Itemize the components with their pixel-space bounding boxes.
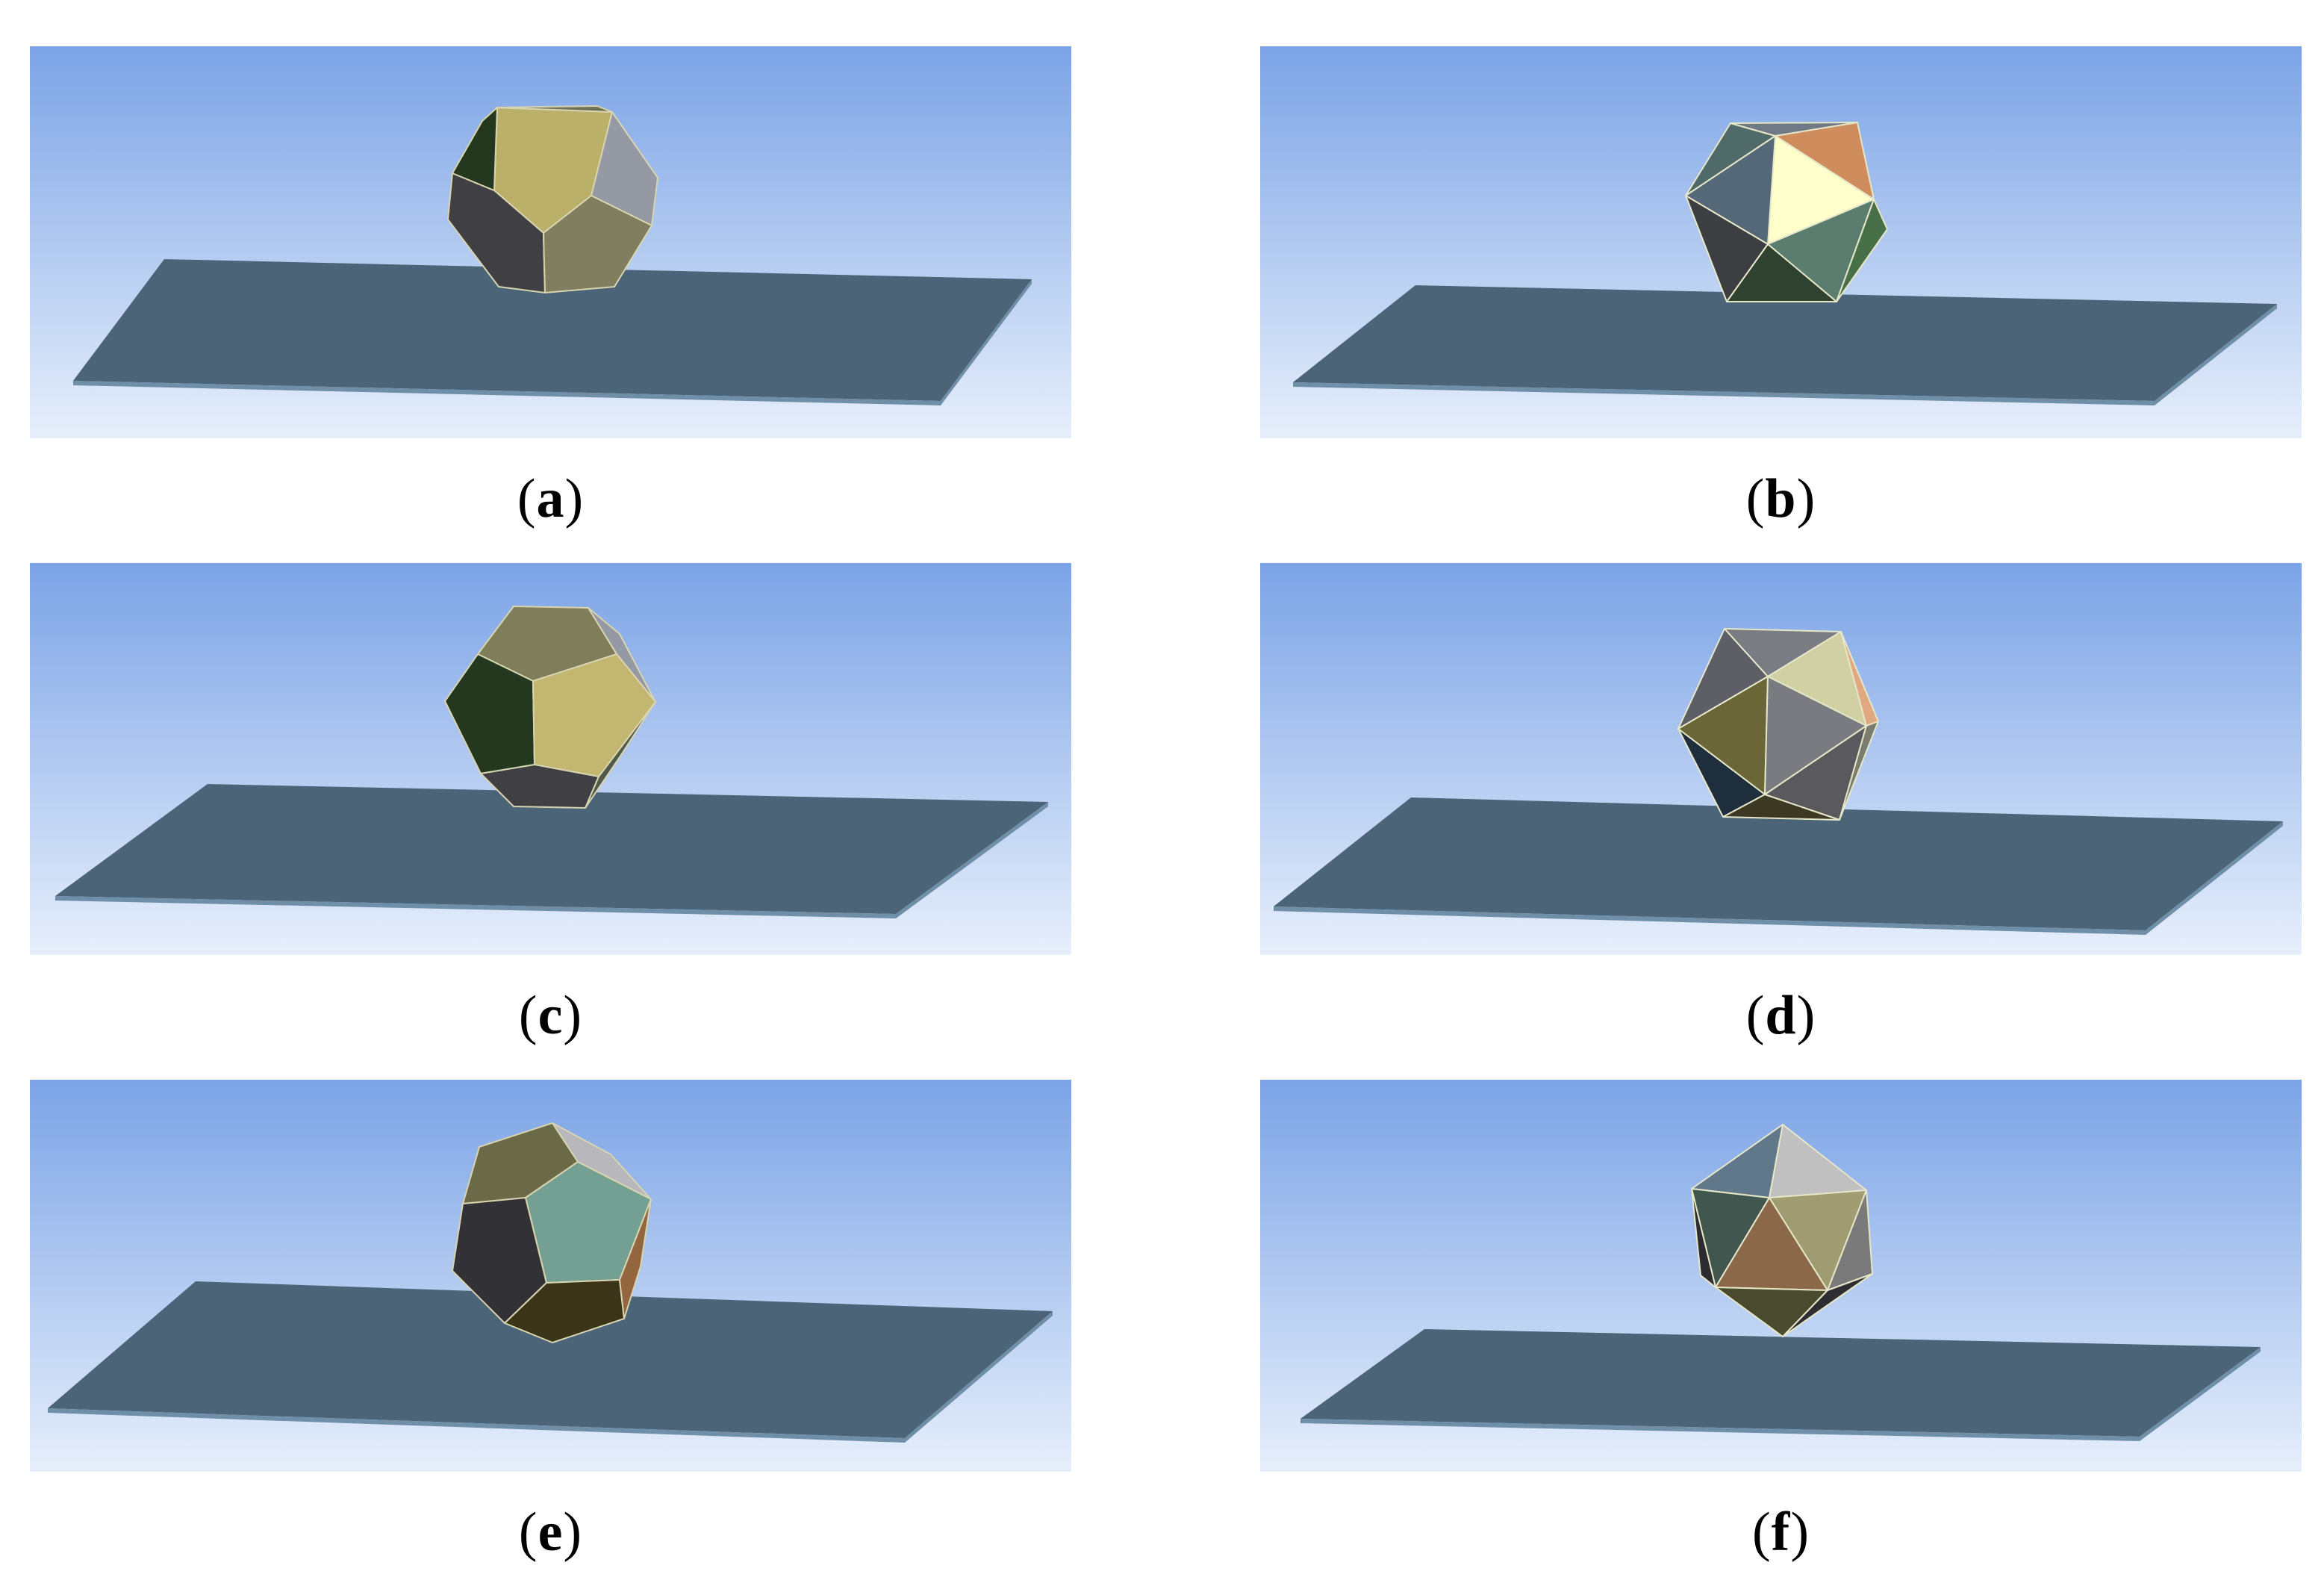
render-viewport-c	[30, 563, 1071, 955]
panel-c	[30, 563, 1071, 955]
dodecahedron-solid	[447, 105, 658, 293]
ground-plate	[1293, 285, 2277, 405]
render-viewport-d	[1260, 563, 2302, 955]
icosahedron-solid	[1691, 1124, 1873, 1337]
icosahedron-solid	[1677, 628, 1879, 821]
ground-plate	[73, 259, 1032, 405]
panel-b	[1260, 46, 2302, 438]
caption-e: (e)	[518, 1502, 583, 1563]
ground-plate	[55, 784, 1048, 918]
ground-plate	[48, 1281, 1053, 1443]
render-viewport-b	[1260, 46, 2302, 438]
panel-a	[30, 46, 1071, 438]
caption-f: (f)	[1752, 1502, 1810, 1563]
caption-c: (c)	[518, 985, 583, 1046]
caption-a: (a)	[517, 468, 585, 529]
ground-plate	[1274, 797, 2283, 935]
caption-d: (d)	[1745, 985, 1816, 1046]
panel-d	[1260, 563, 2302, 955]
render-viewport-e	[30, 1080, 1071, 1472]
panel-e	[30, 1080, 1071, 1472]
render-viewport-f	[1260, 1080, 2302, 1472]
dodecahedron-solid	[444, 606, 656, 809]
dodecahedron-solid	[452, 1122, 652, 1343]
icosahedron-solid	[1685, 122, 1888, 302]
caption-b: (b)	[1745, 468, 1816, 529]
render-viewport-a	[30, 46, 1071, 438]
ground-plate	[1300, 1329, 2261, 1441]
panel-f	[1260, 1080, 2302, 1472]
